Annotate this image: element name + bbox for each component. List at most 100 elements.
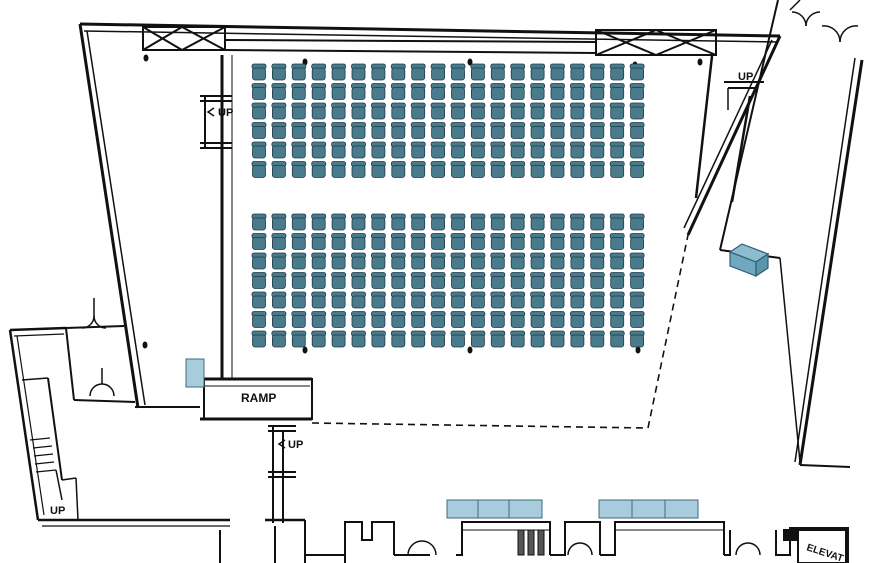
truss-left	[142, 26, 226, 51]
seat	[510, 161, 526, 178]
seat	[410, 233, 426, 250]
seat	[470, 311, 486, 328]
seat	[510, 272, 526, 289]
seat	[251, 122, 267, 139]
seat	[311, 122, 327, 139]
up-label-ramp-stair: UP	[288, 439, 303, 451]
seat	[251, 311, 267, 328]
seat	[291, 272, 307, 289]
seat	[430, 102, 446, 120]
seat	[450, 63, 466, 81]
seat	[629, 213, 645, 231]
seat	[351, 83, 366, 100]
seat	[331, 141, 347, 159]
seat	[470, 122, 486, 139]
seat	[331, 272, 347, 289]
seat	[390, 330, 406, 348]
seating-block-front	[251, 63, 645, 178]
seat	[510, 311, 526, 328]
seat	[589, 141, 605, 159]
seat	[609, 122, 625, 139]
seat	[410, 102, 426, 120]
seat	[271, 102, 287, 120]
seat	[570, 330, 585, 348]
seat	[609, 213, 625, 231]
seat	[410, 330, 426, 348]
seat	[570, 311, 585, 328]
seat	[470, 102, 486, 120]
seat	[450, 272, 466, 289]
seat	[370, 83, 386, 100]
seat	[609, 141, 625, 159]
seat	[550, 161, 565, 178]
bottom-small-stair	[517, 529, 545, 556]
left-wing-doors	[81, 298, 115, 397]
seat	[550, 63, 565, 81]
seat	[331, 63, 347, 81]
seat	[331, 161, 347, 178]
seat	[550, 102, 565, 120]
seat	[410, 272, 426, 289]
seat	[311, 141, 327, 159]
seat	[370, 213, 386, 231]
left-wing	[8, 325, 230, 527]
seat	[490, 141, 506, 159]
seat	[470, 252, 486, 270]
seat	[490, 272, 506, 289]
seat	[550, 83, 565, 100]
seat	[550, 233, 565, 250]
seat	[410, 63, 426, 81]
seat	[291, 141, 307, 159]
seat	[629, 330, 645, 348]
seat	[510, 233, 526, 250]
seat	[609, 63, 625, 81]
seat	[550, 311, 565, 328]
seat	[251, 291, 267, 309]
seat	[470, 330, 486, 348]
ramp-block	[200, 377, 313, 421]
seat	[510, 213, 526, 231]
seat	[570, 141, 585, 159]
seat	[331, 102, 347, 120]
door-swings-top-right	[789, 0, 859, 43]
seat	[351, 161, 366, 178]
bottom-door-swings	[407, 540, 761, 556]
seat	[271, 272, 287, 289]
seat	[490, 233, 506, 250]
up-label-right-stair: UP	[738, 71, 753, 83]
seat	[490, 161, 506, 178]
seat	[430, 291, 446, 309]
seat	[430, 161, 446, 178]
seat	[390, 161, 406, 178]
truss-right	[595, 29, 717, 56]
seat	[510, 252, 526, 270]
ramp-lower-stair	[268, 425, 296, 523]
seat	[570, 63, 585, 81]
seat	[370, 102, 386, 120]
seat	[530, 272, 545, 289]
seat	[351, 330, 366, 348]
seat	[311, 233, 327, 250]
seat	[351, 122, 366, 139]
seat	[570, 161, 585, 178]
podium	[728, 243, 770, 278]
bottom-tables-right	[598, 499, 699, 519]
seat	[370, 330, 386, 348]
seat	[430, 252, 446, 270]
seat	[570, 122, 585, 139]
seat	[450, 291, 466, 309]
seat	[629, 102, 645, 120]
seat	[470, 291, 486, 309]
seat	[530, 161, 545, 178]
seat	[430, 213, 446, 231]
seat	[570, 272, 585, 289]
seat	[530, 291, 545, 309]
seat	[530, 311, 545, 328]
seat	[450, 252, 466, 270]
seat	[251, 252, 267, 270]
seat	[609, 161, 625, 178]
seat	[589, 122, 605, 139]
seat	[530, 141, 545, 159]
up-label-left-stair: UP	[218, 107, 233, 119]
seat	[410, 213, 426, 231]
